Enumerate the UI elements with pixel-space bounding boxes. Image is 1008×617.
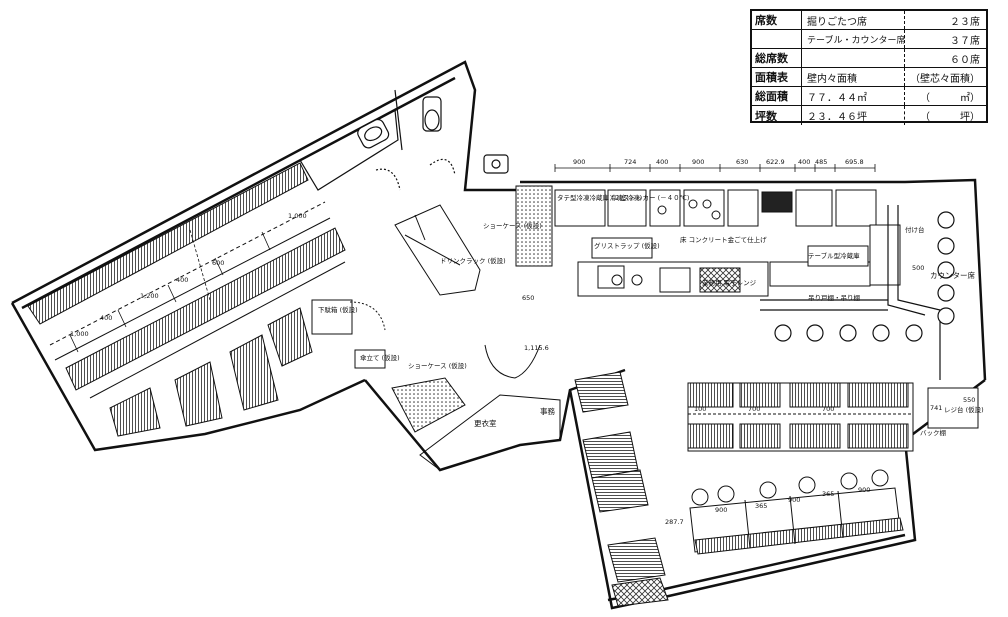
dim-label: 700 [822, 405, 834, 413]
dim-label: 900 [715, 506, 727, 514]
dim-label: 400 [176, 276, 188, 284]
area-row: 総面積 ７７．４４㎡ （ ㎡） [752, 87, 986, 106]
wing-partitions [69, 229, 271, 353]
showcase-label: ショーケース (仮設) [483, 221, 542, 230]
seat-row: テーブル・カウンター席 ３７席 [752, 30, 986, 49]
dim-label: 600 [212, 259, 224, 267]
area-row: 坪数 ２３．４６坪 （ 坪） [752, 106, 986, 125]
dim-label: 630 [736, 158, 748, 166]
dim-label: 365 [822, 490, 834, 498]
drink-rack-area [394, 204, 481, 296]
room-labels: 更衣室 事務 カウンター席 付け台 レジ台 (仮設) バック棚 ショーケース (… [318, 221, 984, 437]
seat-row: 席数 掘りごたつ席 ２３席 [752, 11, 986, 30]
tatami-seating [27, 162, 346, 437]
kitchen-labels: タテ型冷凍冷蔵庫 (２室冷凍) 冷凍ストッカー (－４０℃) グリストラップ (… [557, 193, 861, 302]
dim-label: 1,000 [288, 212, 307, 220]
counter-top-label: 付け台 [905, 225, 925, 234]
showcase-label: ショーケース (仮設) [408, 361, 467, 370]
counter-seats-label: カウンター席 [930, 270, 975, 280]
row-header: 面積表 [752, 68, 802, 86]
counter-stools-right [937, 211, 955, 325]
lower-right-seating [689, 469, 904, 555]
dim-label: 900 [692, 158, 704, 166]
dim-label: 741 [930, 404, 942, 412]
area-row: 面積表 壁内々面積 （壁芯々面積） [752, 68, 986, 87]
row-header: 総面積 [752, 87, 802, 105]
back-shelf-label: バック棚 [920, 428, 947, 437]
entrance-area [311, 299, 561, 471]
row-label: ２３．４６坪 [807, 112, 867, 123]
dim-label: 400 [798, 158, 810, 166]
dressing-room-label: 更衣室 [474, 418, 497, 428]
seat-row: 総席数 ６０席 [752, 49, 986, 68]
stocker-label: 冷凍ストッカー (－４０℃) [610, 193, 689, 202]
dim-label: 400 [100, 314, 112, 322]
row-value: ６０席 [904, 49, 982, 67]
dim-label: 400 [656, 158, 668, 166]
dim-label: 365 [755, 502, 767, 510]
row-value: （ ㎡） [904, 87, 982, 105]
floor-note: 床 コンクリート金ごて仕上げ [680, 235, 767, 244]
shelf-label: 吊り戸棚・吊り棚 [808, 293, 861, 302]
counter [760, 205, 941, 380]
row-header: 坪数 [752, 106, 802, 125]
seat-summary-table: 席数 掘りごたつ席 ２３席 テーブル・カウンター席 ３７席 総席数 ６０席 面積… [750, 9, 988, 125]
dim-label: 900 [573, 158, 585, 166]
dim-label: 900 [858, 486, 870, 494]
dim-label: 1,000 [70, 330, 89, 338]
shoe-box-label: 下駄箱 (仮設) [318, 305, 358, 314]
misc-dimensions: 1,000 600 400 1,200 400 1,000 650 1,115.… [70, 212, 975, 526]
dimension-line-top [554, 164, 876, 172]
dim-label: 500 [912, 264, 924, 272]
dim-label: 1,200 [140, 292, 159, 300]
row-value: （ 坪） [904, 106, 982, 125]
dim-label: 1,115.6 [524, 344, 549, 352]
dim-label: 695.8 [845, 158, 864, 166]
row-value: ３７席 [904, 30, 982, 48]
drink-rack-label: ドリンクラック (仮設) [440, 256, 506, 265]
dim-label: 550 [963, 396, 975, 404]
row-label: 壁内々面積 [807, 73, 857, 85]
row-value: ２３席 [904, 11, 982, 29]
dim-label: 100 [694, 405, 706, 413]
dim-label: 900 [788, 496, 800, 504]
umbrella-label: 傘立て (仮設) [360, 353, 400, 362]
dim-label: 622.9 [766, 158, 785, 166]
range-label: 業務用 電子レンジ [702, 278, 757, 287]
dim-label: 287.7 [665, 518, 684, 526]
table-seating [687, 382, 979, 452]
office-label: 事務 [540, 406, 555, 416]
dim-label: 724 [624, 158, 636, 166]
table-fridge-label: テーブル型冷蔵庫 [808, 251, 860, 260]
dim-label: 650 [522, 294, 534, 302]
counter-stools-row [774, 324, 923, 342]
row-header: 席数 [752, 11, 802, 29]
row-header: 総席数 [752, 49, 802, 67]
toilet-room [299, 89, 509, 191]
register-label: レジ台 (仮設) [944, 405, 984, 414]
kitchen-area [515, 185, 901, 297]
fridge-label: タテ型冷凍冷蔵庫 (２室冷凍) [557, 193, 642, 202]
lower-wing-seating [574, 371, 669, 607]
dimension-labels-top: 900 724 400 900 630 622.9 400 485 695.8 [573, 158, 864, 166]
dim-label: 700 [748, 405, 760, 413]
grease-trap-label: グリストラップ (仮設) [594, 241, 660, 250]
row-label: テーブル・カウンター席 [807, 35, 906, 46]
row-value: （壁芯々面積） [904, 68, 982, 86]
row-header [752, 30, 802, 48]
dim-label: 485 [815, 158, 827, 166]
row-label: 掘りごたつ席 [807, 16, 867, 28]
row-label: ７７．４４㎡ [807, 92, 867, 104]
